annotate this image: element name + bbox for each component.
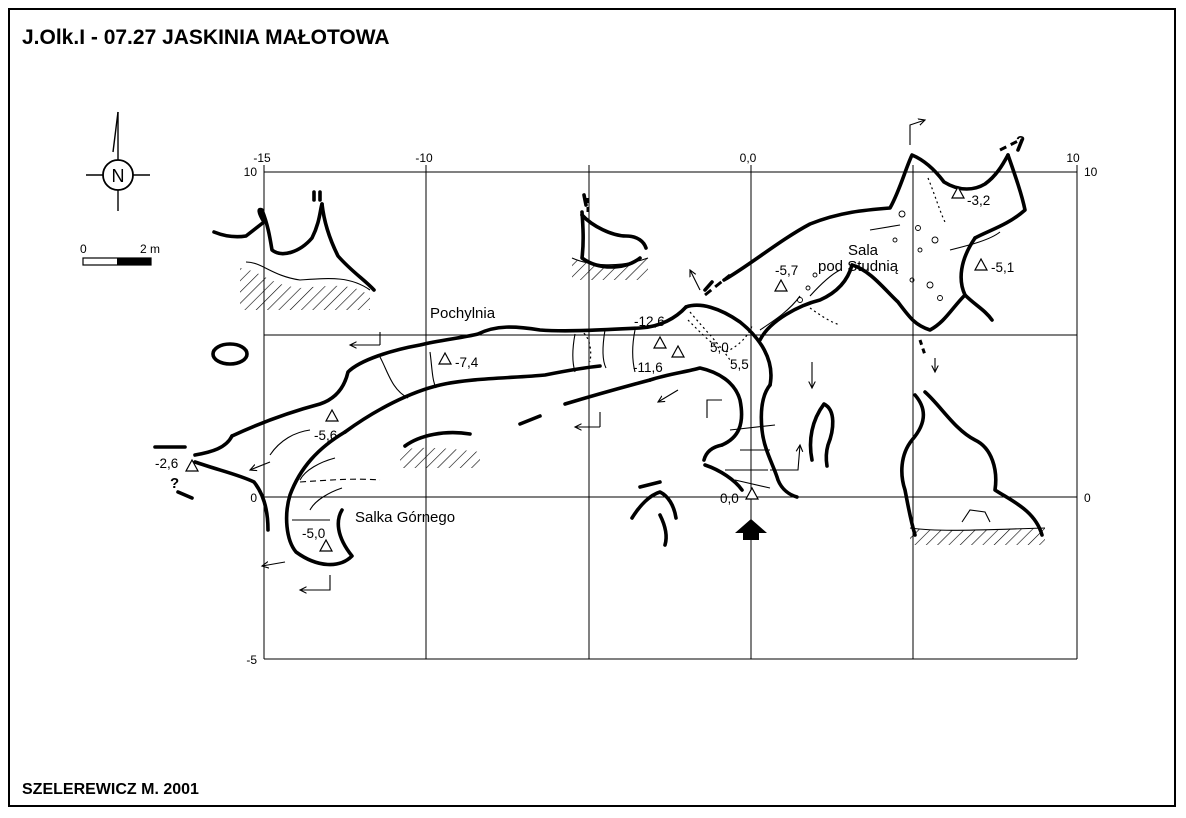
survey-stations (184, 185, 989, 552)
grid-y-label-left: 0 (250, 491, 257, 505)
place-name-sala: Sala (848, 242, 879, 259)
map-title: J.Olk.I - 07.27 JASKINIA MAŁOTOWA (22, 26, 390, 49)
grid-y-label-left: 10 (244, 165, 258, 179)
scale-bar: 0 2 m (80, 242, 160, 266)
depth-mark: -5,6 (314, 428, 337, 443)
depth-mark: -3,2 (967, 193, 990, 208)
cave-plan (153, 120, 1046, 590)
place-name-pochylnia: Pochylnia (430, 305, 496, 322)
depth-mark: 0,0 (720, 491, 739, 506)
depth-mark: 5,5 (730, 357, 749, 372)
depth-mark: -5,1 (991, 260, 1014, 275)
survey-station-icon (744, 486, 760, 500)
grid-y-label-right: 10 (1084, 165, 1098, 179)
depth-mark: 5,0 (710, 340, 729, 355)
grid-x-label: 0,0 (740, 151, 757, 165)
depth-mark: -12,6 (634, 314, 665, 329)
grid-y-label-left: -5 (246, 653, 257, 667)
survey-station-icon (324, 408, 340, 422)
grid-x-label: -10 (415, 151, 433, 165)
north-arrow-icon: N (86, 111, 150, 211)
unknown-continuation-mark: ? (170, 475, 179, 492)
survey-grid (263, 165, 1078, 660)
place-name-pod-studnia: pod Studnią (818, 258, 899, 275)
survey-station-icon (318, 538, 334, 552)
sheet-frame (8, 8, 1176, 807)
depth-mark: -5,7 (775, 263, 798, 278)
survey-station-icon (670, 344, 686, 358)
grid-x-label: 10 (1066, 151, 1080, 165)
survey-station-icon (652, 335, 668, 349)
grid-x-label: -15 (253, 151, 271, 165)
survey-station-icon (184, 458, 200, 472)
place-name-salka-gornego: Salka Górnego (355, 509, 455, 526)
scale-start-label: 0 (80, 242, 87, 256)
survey-station-icon (973, 257, 989, 271)
survey-station-icon (773, 278, 789, 292)
scale-end-label: 2 m (140, 242, 160, 256)
survey-station-icon (437, 351, 453, 365)
depth-mark: -11,6 (633, 360, 663, 375)
grid-y-label-right: 0 (1084, 491, 1091, 505)
author-credit: SZELEREWICZ M. 2001 (22, 781, 199, 798)
depth-mark: -7,4 (455, 355, 479, 370)
entrance-arrow-icon (735, 519, 767, 540)
unknown-continuation-mark: ? (1016, 133, 1025, 150)
depth-mark: -5,0 (302, 526, 325, 541)
survey-station-icon (950, 185, 966, 199)
north-label: N (112, 166, 125, 186)
depth-mark: -2,6 (155, 456, 178, 471)
